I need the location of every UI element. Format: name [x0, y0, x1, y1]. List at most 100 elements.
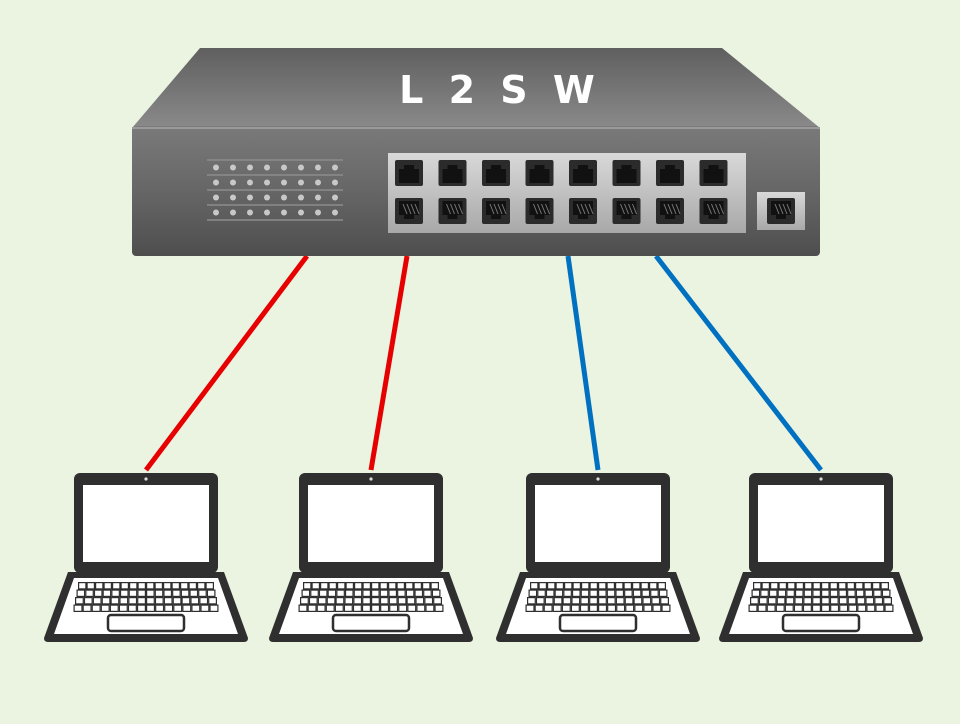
laptop-key — [398, 604, 408, 612]
port-socket — [399, 165, 419, 183]
port-pin — [719, 203, 724, 215]
laptop-key — [555, 581, 564, 590]
laptop-key — [793, 604, 803, 612]
vent-dot — [230, 164, 236, 171]
laptop-camera — [144, 477, 148, 481]
laptop-key — [616, 604, 626, 612]
laptop-key — [200, 604, 210, 612]
laptop-key — [615, 589, 625, 597]
laptop-key — [128, 589, 138, 597]
port-pin — [786, 203, 792, 215]
laptop-key — [775, 604, 785, 612]
laptop-key — [751, 589, 761, 597]
laptop-key — [648, 581, 658, 590]
port-pin — [497, 203, 503, 215]
laptop-key — [180, 589, 190, 597]
laptop-key — [615, 596, 625, 605]
laptop-key — [624, 596, 634, 605]
laptop-key — [318, 589, 328, 597]
network-cable — [654, 254, 823, 472]
laptop-key — [407, 604, 417, 612]
port-pin — [667, 203, 673, 215]
vent-dot — [281, 164, 287, 171]
port-pin — [588, 203, 594, 215]
laptop-key — [758, 596, 768, 605]
laptop-key — [579, 604, 589, 612]
laptop-key — [110, 596, 120, 605]
laptop-key — [303, 581, 312, 590]
laptop-key — [137, 589, 147, 597]
vent-dot — [315, 164, 321, 171]
port-socket — [660, 165, 680, 183]
port-pin — [450, 203, 455, 215]
laptop-key — [537, 589, 546, 597]
laptop-key — [838, 596, 848, 605]
vent-dot — [213, 164, 219, 171]
laptop-key — [127, 604, 137, 612]
vent-dot — [230, 194, 236, 201]
laptop-key — [111, 589, 120, 597]
laptop-key — [802, 604, 812, 612]
laptop-key — [352, 604, 362, 612]
port-socket — [573, 165, 593, 183]
laptop-key — [120, 581, 129, 590]
laptop-key — [424, 596, 434, 605]
laptop-key — [379, 589, 389, 597]
switch-label: L 2 S W — [399, 68, 601, 112]
laptop-key — [128, 596, 138, 605]
port-pin — [675, 203, 681, 215]
laptop-touchpad — [781, 613, 861, 633]
port-pin — [458, 203, 463, 215]
laptop-key — [528, 589, 538, 597]
port-pin — [454, 203, 459, 215]
port-pin — [715, 203, 720, 215]
laptop-key — [660, 596, 669, 605]
laptop-screen — [758, 485, 884, 562]
laptop-key — [571, 589, 581, 597]
laptop-key — [865, 596, 875, 605]
laptop-key — [769, 581, 779, 590]
rj45-port — [395, 198, 423, 224]
laptop-key — [73, 604, 83, 612]
laptop-key — [794, 596, 804, 605]
laptop-key — [298, 604, 308, 612]
laptop-key — [191, 604, 201, 612]
laptop-key — [362, 596, 372, 605]
laptop-key — [633, 596, 643, 605]
port-pin — [446, 203, 451, 215]
switch-vents — [207, 159, 343, 221]
laptop-key — [589, 589, 598, 597]
laptops — [44, 473, 923, 642]
laptop-key — [846, 581, 855, 590]
laptop-key — [146, 581, 155, 590]
vent-dot — [264, 164, 270, 171]
laptop-icon — [719, 473, 923, 642]
laptop-key — [554, 589, 564, 597]
laptop-key — [335, 596, 345, 605]
laptop-key — [413, 581, 423, 590]
laptop-key — [119, 589, 129, 597]
port-pin — [711, 203, 716, 215]
switch-top — [132, 48, 820, 128]
laptop-key — [189, 589, 199, 597]
network-cable — [368, 255, 410, 471]
laptop-key — [102, 589, 112, 597]
port-socket — [442, 165, 463, 183]
laptop-key — [334, 604, 344, 612]
vent-dot — [264, 194, 270, 201]
laptop-key — [311, 581, 321, 590]
laptop-key — [625, 604, 635, 612]
laptop-key — [389, 604, 399, 612]
port-pin — [624, 203, 629, 215]
laptop-key — [607, 604, 617, 612]
laptop-key — [597, 596, 607, 605]
laptop-key — [146, 596, 155, 605]
laptop-key — [544, 596, 554, 605]
laptop-key — [812, 596, 821, 605]
laptop-key — [205, 581, 215, 590]
laptop-key — [345, 581, 355, 590]
port-pin — [620, 203, 625, 215]
laptop-key — [208, 596, 218, 605]
rj45-port — [395, 160, 423, 186]
laptop-key — [873, 589, 882, 597]
